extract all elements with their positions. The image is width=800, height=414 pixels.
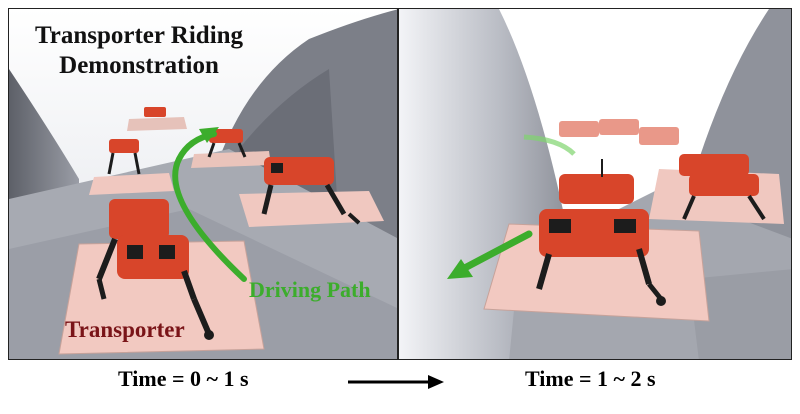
time-caption-right: Time = 1 ~ 2 s (525, 366, 656, 391)
scene-left (9, 9, 397, 359)
ghost-arrow (523, 134, 576, 156)
simulation-frame-left: Transporter Riding Demonstration Driving… (8, 8, 398, 360)
robot-distant (107, 107, 166, 175)
simulation-frame-right (398, 8, 792, 360)
robot-ghost (559, 119, 679, 145)
scene-right (399, 9, 791, 359)
driving-path-arrow (455, 230, 533, 275)
platform (89, 173, 174, 195)
main-platform (58, 240, 265, 355)
robot-main (96, 199, 214, 340)
arrow-head (199, 127, 219, 143)
arrow-head (447, 259, 473, 279)
driving-path-label: Driving Path (249, 277, 371, 302)
robot-right (679, 154, 766, 221)
robot-right (261, 157, 361, 225)
platform (127, 117, 187, 131)
time-caption-left: Time = 0 ~ 1 s (118, 366, 249, 391)
platform (239, 191, 384, 227)
transporter-label: Transporter (65, 317, 185, 342)
robot-main (536, 159, 666, 306)
demo-title: Transporter Riding Demonstration (34, 22, 244, 79)
robot-mid (207, 129, 247, 158)
time-arrow-icon (348, 375, 444, 389)
driving-path-arrow (172, 131, 247, 282)
